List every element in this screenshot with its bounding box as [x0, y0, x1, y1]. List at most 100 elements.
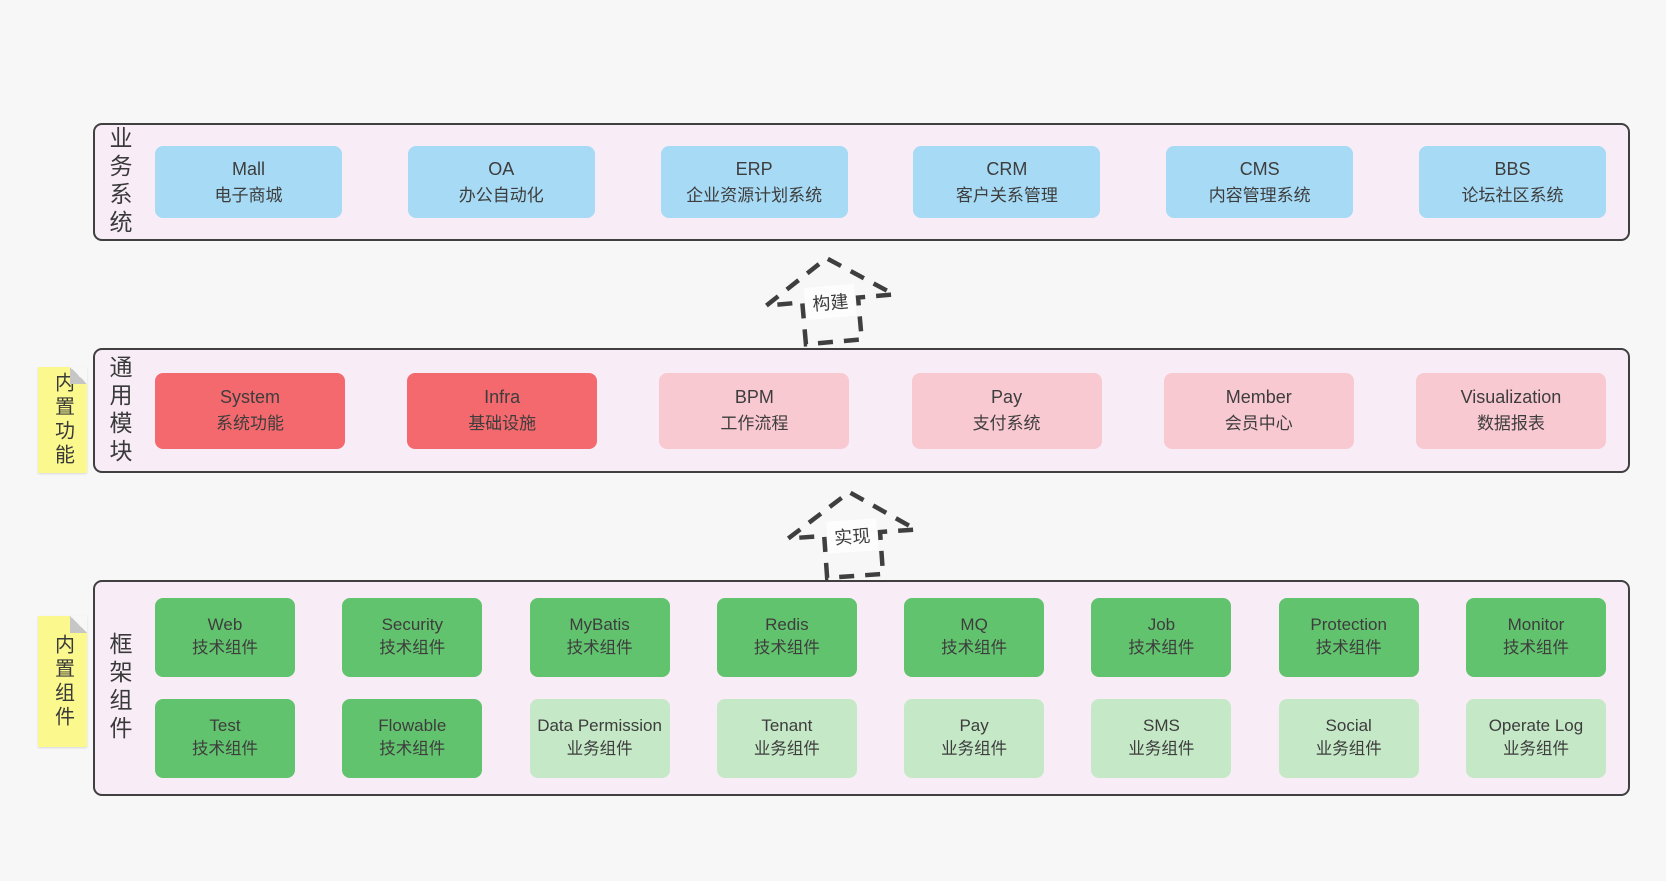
box-desc: 办公自动化 — [458, 185, 544, 205]
box-desc: 电子商城 — [214, 185, 283, 205]
diagram-box-oa: OA 办公自动化 — [407, 146, 595, 218]
box-name: ERP — [735, 158, 773, 179]
box-desc: 基础设施 — [468, 414, 537, 434]
diagram-box-member: Member 会员中心 — [1163, 372, 1354, 449]
box-desc: 客户关系管理 — [955, 185, 1058, 205]
diagram-box-security: Security 技术组件 — [342, 598, 483, 677]
diagram-box-monitor: Monitor 技术组件 — [1465, 598, 1606, 677]
build-arrow: 构建 — [742, 243, 918, 353]
diagram-box-protection: Protection 技术组件 — [1278, 598, 1419, 677]
box-desc: 技术组件 — [379, 739, 446, 758]
box-desc: 业务组件 — [1128, 739, 1195, 758]
folded-corner-icon — [70, 616, 87, 633]
box-desc: 技术组件 — [192, 638, 258, 657]
box-desc: 技术组件 — [192, 739, 258, 758]
box-desc: 论坛社区系统 — [1461, 185, 1564, 205]
box-name: Operate Log — [1488, 716, 1584, 736]
box-name: Social — [1325, 716, 1372, 736]
box-desc: 数据报表 — [1476, 414, 1545, 434]
diagram-box-job: Job 技术组件 — [1091, 598, 1232, 677]
box-desc: 技术组件 — [1502, 638, 1569, 657]
diagram-box-visualization: Visualization 数据报表 — [1415, 372, 1606, 449]
up-arrow-icon — [780, 489, 924, 581]
build-arrow-label: 构建 — [804, 283, 857, 320]
business-systems-panel: 业务系统 Mall 电子商城 OA 办公自动化 ERP 企业资源计划系统 CRM… — [93, 123, 1630, 241]
box-name: BPM — [734, 387, 774, 408]
box-name: CMS — [1239, 158, 1280, 179]
box-name: Member — [1225, 387, 1292, 408]
diagram-box-social: Social 业务组件 — [1278, 699, 1419, 778]
box-desc: 技术组件 — [379, 638, 446, 657]
box-desc: 技术组件 — [941, 638, 1008, 657]
box-desc: 业务组件 — [1315, 739, 1382, 758]
diagram-box-flowable: Flowable 技术组件 — [342, 699, 483, 778]
box-name: MyBatis — [569, 615, 630, 635]
common-modules-panel: 通用模块 System 系统功能 Infra 基础设施 BPM 工作流程 Pay… — [93, 348, 1630, 473]
framework-row-1: Web 技术组件 Security 技术组件 MyBatis 技术组件 Redi… — [155, 598, 1606, 677]
box-name: Web — [207, 615, 243, 635]
box-name: Redis — [765, 615, 809, 635]
diagram-box-sms: SMS 业务组件 — [1091, 699, 1232, 778]
box-desc: 业务组件 — [566, 739, 633, 758]
business-systems-row: Mall 电子商城 OA 办公自动化 ERP 企业资源计划系统 CRM 客户关系… — [143, 146, 1628, 218]
box-name: Monitor — [1507, 615, 1565, 635]
folded-corner-icon — [70, 367, 87, 384]
note-text: 内置组件 — [51, 633, 74, 730]
box-name: Pay — [959, 716, 989, 736]
common-modules-label: 通用模块 — [106, 354, 132, 467]
builtin-components-note: 内置组件 — [38, 616, 87, 747]
diagram-box-mybatis: MyBatis 技术组件 — [529, 598, 670, 677]
common-modules-row: System 系统功能 Infra 基础设施 BPM 工作流程 Pay 支付系统… — [143, 372, 1628, 449]
business-systems-label: 业务系统 — [106, 126, 132, 238]
box-desc: 技术组件 — [1128, 638, 1195, 657]
box-name: Infra — [484, 387, 521, 408]
box-desc: 工作流程 — [720, 414, 789, 434]
box-name: Flowable — [378, 716, 447, 736]
box-name: OA — [488, 158, 515, 179]
box-name: BBS — [1494, 158, 1531, 179]
builtin-features-note: 内置功能 — [38, 367, 87, 473]
note-text: 内置功能 — [51, 372, 74, 468]
framework-components-grid: Web 技术组件 Security 技术组件 MyBatis 技术组件 Redi… — [143, 598, 1628, 778]
box-desc: 技术组件 — [566, 638, 633, 657]
box-name: Data Permission — [537, 716, 662, 736]
diagram-box-operate-log: Operate Log 业务组件 — [1465, 699, 1606, 778]
box-desc: 会员中心 — [1224, 414, 1293, 434]
box-name: CRM — [986, 158, 1028, 179]
diagram-box-bbs: BBS 论坛社区系统 — [1418, 146, 1606, 218]
framework-components-label: 框架组件 — [106, 632, 132, 744]
box-name: Protection — [1310, 615, 1387, 635]
box-name: Pay — [991, 387, 1023, 408]
diagram-box-web: Web 技术组件 — [155, 598, 295, 677]
box-name: Visualization — [1460, 387, 1562, 408]
diagram-box-tenant: Tenant 业务组件 — [716, 699, 857, 778]
diagram-box-system: System 系统功能 — [155, 372, 345, 449]
diagram-box-data-permission: Data Permission 业务组件 — [529, 699, 670, 778]
box-desc: 业务组件 — [1502, 739, 1569, 758]
box-name: Mall — [231, 158, 265, 179]
box-name: System — [219, 387, 280, 408]
box-desc: 业务组件 — [753, 739, 820, 758]
diagram-box-erp: ERP 企业资源计划系统 — [660, 146, 848, 218]
diagram-box-pay-module: Pay 支付系统 — [911, 372, 1102, 449]
box-desc: 技术组件 — [753, 638, 820, 657]
box-desc: 业务组件 — [941, 739, 1008, 758]
box-desc: 内容管理系统 — [1208, 185, 1311, 205]
box-name: Test — [209, 716, 241, 736]
box-name: SMS — [1142, 716, 1180, 736]
diagram-box-test: Test 技术组件 — [155, 699, 295, 778]
implement-arrow: 实现 — [765, 478, 939, 585]
implement-arrow-label: 实现 — [826, 518, 879, 554]
diagram-box-crm: CRM 客户关系管理 — [913, 146, 1101, 218]
box-name: Job — [1147, 615, 1176, 635]
box-desc: 企业资源计划系统 — [686, 185, 823, 205]
box-name: Security — [381, 615, 443, 635]
framework-components-panel: 框架组件 Web 技术组件 Security 技术组件 MyBatis 技术组件… — [93, 580, 1630, 796]
box-name: MQ — [960, 615, 988, 635]
box-desc: 支付系统 — [972, 414, 1041, 434]
diagram-box-mall: Mall 电子商城 — [155, 146, 342, 218]
diagram-box-bpm: BPM 工作流程 — [659, 372, 850, 449]
box-desc: 技术组件 — [1315, 638, 1382, 657]
diagram-box-redis: Redis 技术组件 — [716, 598, 857, 677]
